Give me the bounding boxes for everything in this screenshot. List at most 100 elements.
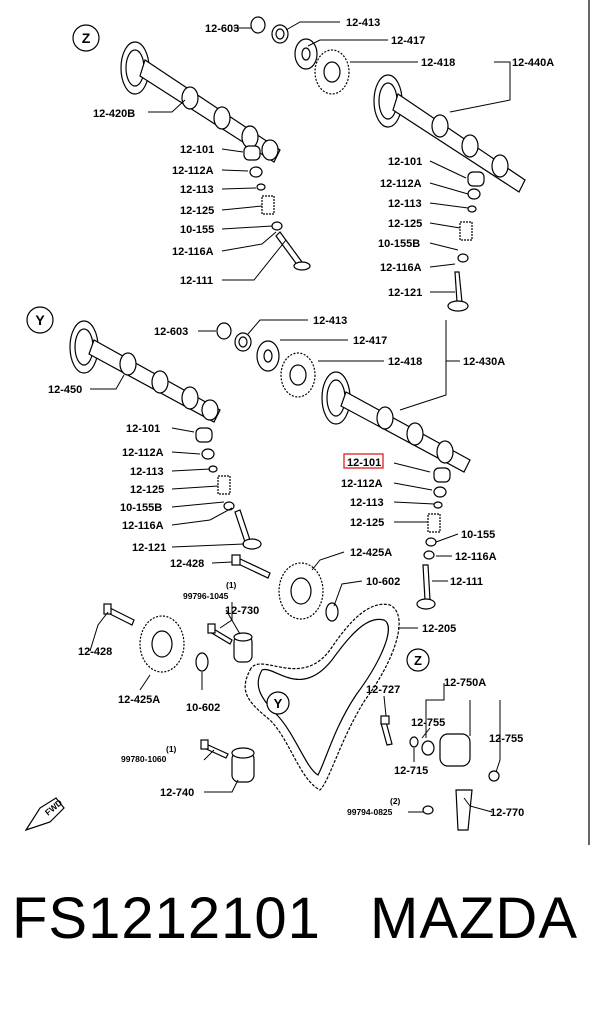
marker-y-low: Y <box>266 691 290 715</box>
timing-belt-12-205 <box>244 603 400 791</box>
callout-10-602-b: 10-602 <box>186 702 220 714</box>
marker-z-top: Z <box>72 24 100 52</box>
washer-10-602-a <box>325 602 339 622</box>
camshaft-left-mid <box>69 320 221 423</box>
part-number-text: FS1212101 <box>12 886 321 951</box>
callout-12-125-l1: 12-125 <box>180 205 214 217</box>
bolt-12-428-a <box>231 554 271 579</box>
callout-12-111-r2: 12-111 <box>450 576 483 588</box>
camshaft-right-mid <box>321 371 471 473</box>
bracket-12-770 <box>422 789 473 831</box>
callout-12-425A-b: 12-425A <box>118 694 160 706</box>
callout-12-428-a: 12-428 <box>170 558 204 570</box>
bolt-99780-1060 <box>200 739 229 759</box>
washer-10-602-b <box>195 652 209 672</box>
valve-stack-right-top <box>447 171 485 312</box>
nut-12-413-top <box>271 24 289 44</box>
callout-12-101-l1: 12-101 <box>180 144 214 156</box>
seal-12-603-mid <box>216 322 232 340</box>
valve-stack-left-top <box>243 145 311 271</box>
marker-z-low: Z <box>406 648 430 672</box>
washer-12-417-mid <box>256 340 280 372</box>
callout-qty-2: (2) <box>390 796 401 806</box>
callout-12-125-r1: 12-125 <box>388 218 422 230</box>
callout-10-602-a: 10-602 <box>366 576 400 588</box>
callout-12-750A: 12-750A <box>444 677 486 689</box>
callout-labels: 12-603 12-413 12-417 12-418 12-440A 12-4… <box>48 17 554 819</box>
callout-12-440A: 12-440A <box>512 57 554 69</box>
callout-12-603-mid: 12-603 <box>154 326 188 338</box>
footer: FS1212101 MAZDA <box>0 885 600 985</box>
marker-y-low-text: Y <box>274 696 283 711</box>
highlight-box <box>343 453 384 469</box>
callout-12-715: 12-715 <box>394 765 428 777</box>
callout-12-112A-r1: 12-112A <box>380 178 422 190</box>
callout-12-116A-l1: 12-116A <box>172 246 214 258</box>
seal-12-603-top <box>250 16 266 34</box>
callout-10-155B-l2: 10-155B <box>120 502 162 514</box>
callout-12-425A-a: 12-425A <box>350 547 392 559</box>
callout-99796-1045: 99796-1045 <box>183 591 229 601</box>
callout-12-418-top: 12-418 <box>421 57 455 69</box>
callout-12-112A-l1: 12-112A <box>172 165 214 177</box>
marker-z-low-text: Z <box>414 653 422 668</box>
callout-12-113-r2: 12-113 <box>350 497 384 509</box>
sprocket-12-418-top <box>314 49 350 95</box>
marker-z-top-text: Z <box>82 30 91 46</box>
callout-12-121-l2: 12-121 <box>132 542 166 554</box>
pulley-12-425A-a <box>278 562 324 620</box>
callout-12-730: 12-730 <box>225 605 259 617</box>
timing-parts-diagram: Z <box>24 0 590 845</box>
washer-12-417-top <box>294 38 318 70</box>
nut-12-413-mid <box>234 332 252 352</box>
callout-12-101-r1: 12-101 <box>388 156 422 168</box>
callout-12-430A: 12-430A <box>463 356 505 368</box>
callout-12-417-mid: 12-417 <box>353 335 387 347</box>
leader-lines <box>89 21 511 813</box>
fwd-arrow-icon: FWD <box>24 797 65 832</box>
camshaft-left-top <box>120 41 281 163</box>
marker-y-mid: Y <box>26 306 54 334</box>
valve-stack-left-mid <box>195 427 262 550</box>
callout-12-113-l1: 12-113 <box>180 184 214 196</box>
callout-12-417-top: 12-417 <box>391 35 425 47</box>
callout-12-112A-r2: 12-112A <box>341 478 383 490</box>
sprocket-12-418-mid <box>280 352 316 398</box>
callout-12-413-top: 12-413 <box>346 17 380 29</box>
callout-12-205: 12-205 <box>422 623 456 635</box>
idler-12-740 <box>231 747 255 783</box>
callout-12-125-l2: 12-125 <box>130 484 164 496</box>
callout-12-418-mid: 12-418 <box>388 356 422 368</box>
callout-10-155B-r1: 10-155B <box>378 238 420 250</box>
callout-12-112A-l2: 12-112A <box>122 447 164 459</box>
callout-10-155-l1: 10-155 <box>180 224 214 236</box>
idler-12-730 <box>233 632 253 663</box>
brand-text: MAZDA <box>370 886 578 951</box>
callout-12-113-r1: 12-113 <box>388 198 422 210</box>
marker-y-mid-text: Y <box>35 312 45 328</box>
callout-12-420B: 12-420B <box>93 108 135 120</box>
callout-12-113-l2: 12-113 <box>130 466 164 478</box>
callout-12-116A-r1: 12-116A <box>380 262 422 274</box>
callout-10-155-r2: 10-155 <box>461 529 495 541</box>
callout-12-770: 12-770 <box>490 807 524 819</box>
pulley-12-425A-b <box>139 615 185 673</box>
callout-12-121-r1: 12-121 <box>388 287 422 299</box>
callout-12-603-top: 12-603 <box>205 23 239 35</box>
bolt-12-727 <box>380 715 393 746</box>
callout-12-111-l1: 12-111 <box>180 275 213 287</box>
callout-12-727: 12-727 <box>366 684 400 696</box>
valve-stack-right-mid <box>416 467 451 610</box>
callout-12-116A-l2: 12-116A <box>122 520 164 532</box>
callout-12-755-a: 12-755 <box>411 717 445 729</box>
callout-12-116A-r2: 12-116A <box>455 551 497 563</box>
callout-qty-1-a: (1) <box>226 580 237 590</box>
callout-12-101-l2: 12-101 <box>126 423 160 435</box>
callout-99794-0825: 99794-0825 <box>347 807 393 817</box>
bolt-12-428-b <box>103 603 135 626</box>
callout-qty-1-b: (1) <box>166 744 177 754</box>
callout-12-101-r2: 12-101 <box>347 457 381 469</box>
tensioner-12-750A <box>409 733 500 782</box>
callout-12-450: 12-450 <box>48 384 82 396</box>
bolt-99796-1045 <box>207 623 233 645</box>
